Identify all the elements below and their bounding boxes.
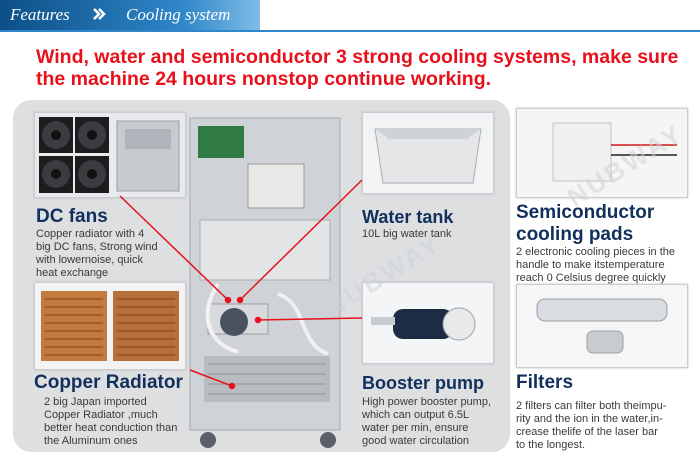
- water-tank-desc-line: 10L big water tank: [362, 228, 452, 240]
- copper-desc-line: Copper Radiator ,much: [44, 409, 158, 421]
- dc-fans-title: DC fans: [36, 206, 108, 227]
- semiconductor-title-line: Semiconductor: [516, 202, 655, 223]
- booster-pump-description: High power booster pump, which can outpu…: [362, 396, 491, 448]
- copper-radiator-photo: [34, 282, 186, 370]
- section-label: Cooling system: [126, 5, 231, 24]
- water-tank-title: Water tank: [362, 207, 454, 227]
- booster-desc-line: water per min, ensure: [362, 422, 469, 434]
- filters-desc-line: 2 filters can filter both theimpu-: [516, 400, 667, 412]
- filters-desc-line: to the longest.: [516, 439, 586, 451]
- booster-desc-line: which can output 6.5L: [362, 409, 470, 421]
- copper-desc-line: 2 big Japan imported: [44, 396, 147, 408]
- headline-line-1: Wind, water and semiconductor 3 strong c…: [36, 46, 679, 68]
- dc-fans-photo: [34, 112, 186, 198]
- dc-fans-description: Copper radiator with 4 big DC fans, Stro…: [36, 228, 158, 280]
- dc-fans-desc-line: big DC fans, Strong wind: [36, 241, 158, 253]
- semiconductor-photo: [516, 108, 688, 198]
- callout-booster-pump: [257, 317, 363, 321]
- dc-fans-desc-line: with lowernoise, quick: [36, 254, 143, 266]
- section-header-bar: [0, 0, 260, 30]
- filters-description: 2 filters can filter both theimpu- rity …: [516, 400, 666, 452]
- semiconductor-desc-line: 2 electronic cooling pieces in the: [516, 246, 675, 258]
- headline-line-2: the machine 24 hours nonstop continue wo…: [36, 68, 492, 90]
- semiconductor-description: 2 electronic cooling pieces in the handl…: [516, 246, 675, 285]
- filters-desc-line: rity and the ion in the water,in-: [516, 413, 663, 425]
- semiconductor-desc-line: handle to make itstemperature: [516, 259, 665, 271]
- page-headline: Wind, water and semiconductor 3 strong c…: [36, 46, 686, 90]
- header-rule: [0, 30, 700, 32]
- callout-copper: [189, 369, 233, 387]
- semiconductor-title: Semiconductor cooling pads: [516, 202, 654, 246]
- semiconductor-title-line: cooling pads: [516, 224, 634, 245]
- callout-dc-fans: [119, 195, 229, 301]
- booster-pump-photo: [362, 282, 494, 364]
- copper-radiator-title: Copper Radiator: [34, 372, 183, 393]
- water-tank-photo: [362, 112, 494, 194]
- dc-fans-desc-line: Copper radiator with 4: [36, 228, 145, 240]
- dc-fans-desc-line: heat exchange: [36, 267, 109, 279]
- filters-title: Filters: [516, 372, 574, 393]
- chevron-right-icon: [93, 8, 106, 20]
- booster-pump-title: Booster pump: [362, 373, 485, 393]
- semiconductor-desc-line: reach 0 Celsius degree quickly: [516, 272, 666, 284]
- booster-desc-line: good water circulation: [362, 435, 470, 447]
- features-label: Features: [10, 5, 70, 24]
- copper-radiator-description: 2 big Japan imported Copper Radiator ,mu…: [44, 396, 177, 448]
- machine-interior-illustration: [189, 117, 341, 448]
- booster-desc-line: High power booster pump,: [362, 396, 492, 408]
- callout-water-tank: [239, 179, 363, 301]
- copper-desc-line: better heat conduction than: [44, 422, 178, 434]
- water-tank-description: 10L big water tank: [362, 228, 451, 241]
- copper-desc-line: the Aluminum ones: [44, 435, 138, 447]
- filters-desc-line: crease thelife of the laser bar: [516, 426, 658, 438]
- filters-photo: [516, 284, 688, 368]
